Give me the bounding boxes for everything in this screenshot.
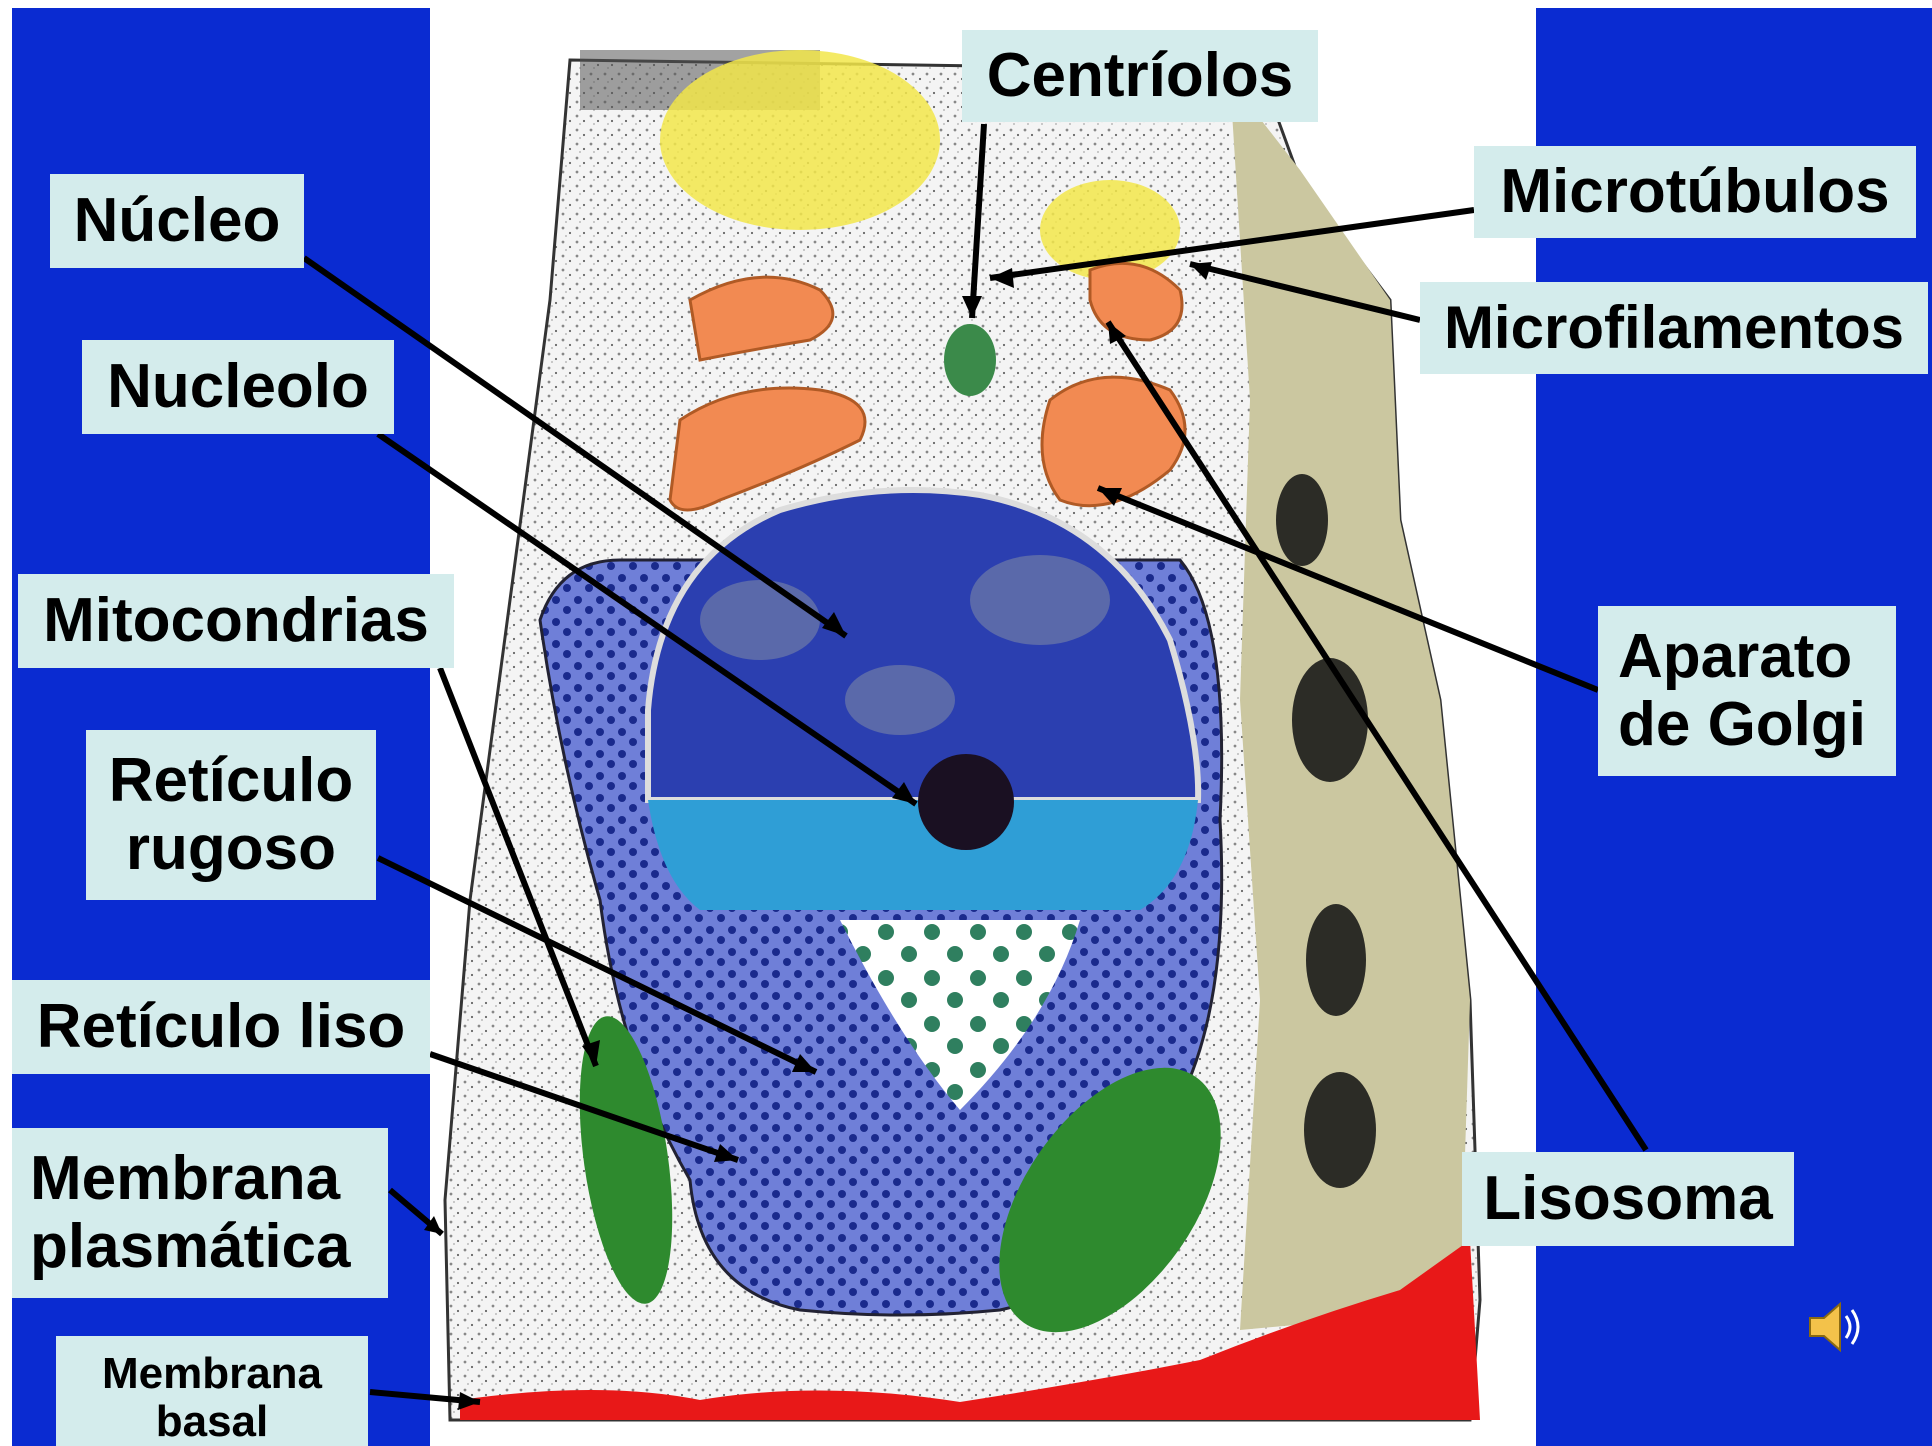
label-lisosoma: Lisosoma [1462,1152,1794,1246]
chromatin-3 [845,665,955,735]
speaker-icon[interactable] [1806,1296,1868,1358]
label-reticulo-liso: Retículo liso [12,980,430,1074]
label-reticulo-rugoso: Retículo rugoso [86,730,376,900]
label-microfilamentos: Microfilamentos [1420,282,1928,374]
lysosome-1 [1276,474,1328,566]
label-microtubulos: Microtúbulos [1474,146,1916,238]
centriole [944,324,996,396]
label-aparato-golgi: Aparato de Golgi [1598,606,1896,776]
label-nucleo: Núcleo [50,174,304,268]
label-mitocondrias: Mitocondrias [18,574,454,668]
chromatin-2 [970,555,1110,645]
label-centriolos: Centríolos [962,30,1318,122]
nucleolus [918,754,1014,850]
label-nucleolo: Nucleolo [82,340,394,434]
chromatin-1 [700,580,820,660]
lysosome-2 [1292,658,1368,782]
yellow-granules-top [660,50,940,230]
label-membrana-plasmatica: Membrana plasmática [12,1128,388,1298]
lysosome-3 [1306,904,1366,1016]
lysosome-4 [1304,1072,1376,1188]
label-membrana-basal: Membrana basal [56,1336,368,1446]
